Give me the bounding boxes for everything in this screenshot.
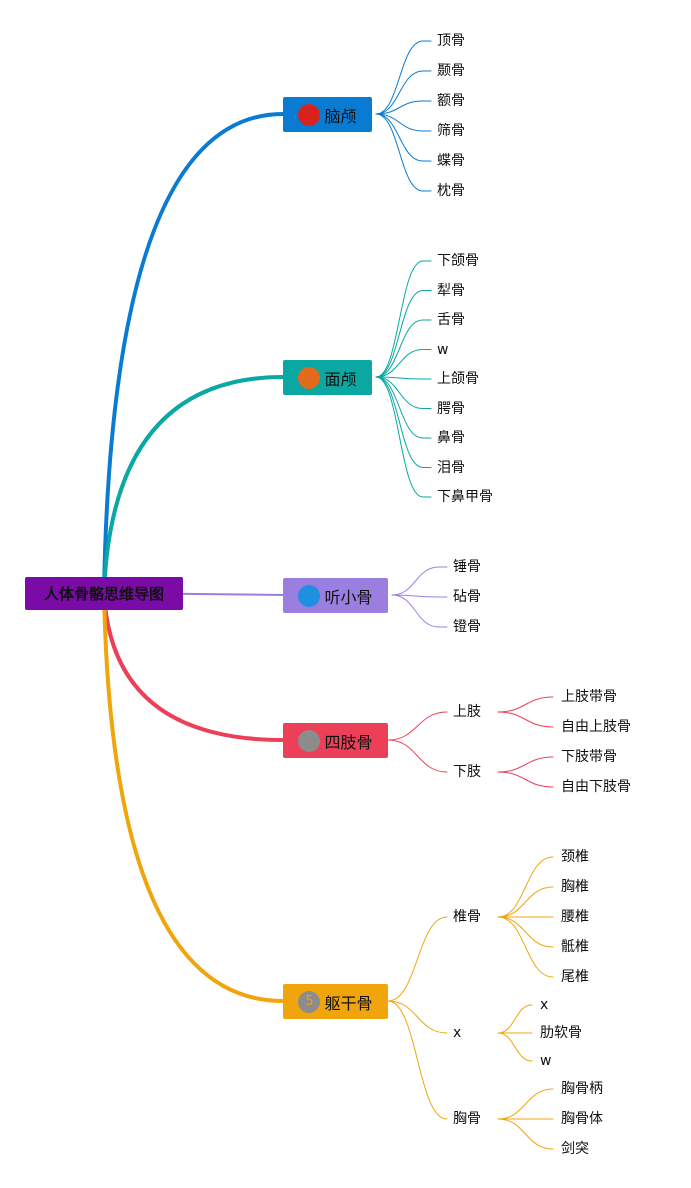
sub-leaf-connector <box>497 756 554 773</box>
sub-node[interactable]: x <box>453 1025 462 1041</box>
leaf-node[interactable]: 鼻骨 <box>437 430 465 446</box>
sub-leaf-connector <box>497 1118 554 1150</box>
branch-leaf-connector <box>375 260 424 378</box>
leaf-node[interactable]: 锤骨 <box>453 559 481 575</box>
leaf-node[interactable]: 犁骨 <box>437 282 465 299</box>
branch-node-facial[interactable]: 2 面颅 <box>283 360 372 395</box>
leaf-node[interactable]: 自由下肢骨 <box>561 779 631 795</box>
branch-sub-connector <box>387 711 448 741</box>
branch-leaf-connector <box>375 376 424 468</box>
branch-sub-connector <box>387 916 448 1002</box>
branch-leaf-connector <box>375 40 424 115</box>
leaf-node[interactable]: 肋软骨 <box>540 1025 582 1041</box>
branch-sub-connector <box>387 1000 448 1120</box>
leaf-node[interactable]: 镫骨 <box>453 619 481 635</box>
leaf-node[interactable]: x <box>540 997 549 1013</box>
leaf-node[interactable]: 胸骨柄 <box>561 1081 603 1097</box>
branch-sub-connector <box>387 739 448 773</box>
leaf-node[interactable]: 自由上肢骨 <box>561 719 631 735</box>
root-branch-connector <box>102 591 285 742</box>
root-branch-connector <box>102 112 285 595</box>
leaf-node[interactable]: 蝶骨 <box>437 153 465 169</box>
number-badge: 5 <box>298 990 321 1013</box>
leaf-node[interactable]: 剑突 <box>561 1141 589 1157</box>
sub-leaf-connector <box>497 696 554 713</box>
branch-node-limbs[interactable]: 4 四肢骨 <box>283 723 388 758</box>
leaf-node[interactable]: 砧骨 <box>453 589 481 605</box>
number-badge: 4 <box>298 729 321 752</box>
branch-leaf-connector <box>375 376 424 498</box>
sub-node[interactable]: 下肢 <box>453 764 481 780</box>
leaf-node[interactable]: 腭骨 <box>437 400 465 417</box>
number-badge: 3 <box>298 584 321 607</box>
root-branch-connector <box>102 591 285 1003</box>
leaf-node[interactable]: 顶骨 <box>437 33 465 49</box>
branch-leaf-connector <box>375 349 424 378</box>
branch-label: 躯干骨 <box>324 993 373 1013</box>
sub-node[interactable]: 椎骨 <box>453 909 481 925</box>
sub-leaf-connector <box>497 916 554 948</box>
branch-leaf-connector <box>375 113 424 192</box>
branch-leaf-connector <box>391 594 440 598</box>
leaf-node[interactable]: 尾椎 <box>561 969 589 985</box>
leaf-node[interactable]: 腰椎 <box>561 909 589 925</box>
branch-leaf-connector <box>391 594 440 628</box>
sub-leaf-connector <box>497 886 554 918</box>
sub-leaf-connector <box>497 856 554 918</box>
branch-leaf-connector <box>375 376 424 380</box>
branch-node-cranium[interactable]: 1 脑颅 <box>283 97 372 132</box>
leaf-node[interactable]: 下肢带骨 <box>561 749 617 765</box>
leaf-node[interactable]: 胸骨体 <box>561 1111 603 1127</box>
sub-leaf-connector <box>497 1004 533 1034</box>
leaf-node[interactable]: 骶椎 <box>561 939 589 955</box>
branch-leaf-connector <box>375 100 424 115</box>
root-label: 人体骨骼思维导图 <box>43 585 164 603</box>
branch-label: 四肢骨 <box>324 732 373 752</box>
branch-sub-connector <box>387 1000 448 1034</box>
branch-node-ossicles[interactable]: 3 听小骨 <box>283 578 388 613</box>
sub-leaf-connector <box>497 916 554 978</box>
leaf-node[interactable]: 泪骨 <box>437 459 465 476</box>
branch-leaf-connector <box>375 113 424 162</box>
leaf-node[interactable]: 上颌骨 <box>437 371 479 387</box>
leaf-node[interactable]: 颈椎 <box>561 849 589 865</box>
leaf-node[interactable]: 胸椎 <box>561 879 589 895</box>
branch-label: 听小骨 <box>324 587 373 607</box>
branch-label: 脑颅 <box>324 106 357 126</box>
leaf-node[interactable]: 上肢带骨 <box>561 689 617 705</box>
leaf-node[interactable]: 筛骨 <box>437 123 465 139</box>
root-node[interactable]: 人体骨骼思维导图 <box>25 577 183 610</box>
sub-leaf-connector <box>497 711 554 728</box>
number-badge: 1 <box>298 103 321 126</box>
leaf-node[interactable]: 下颌骨 <box>437 253 479 269</box>
branch-label: 面颅 <box>324 369 357 389</box>
leaf-node[interactable]: w <box>437 341 449 358</box>
leaf-node[interactable]: 颞骨 <box>437 63 465 79</box>
leaf-node[interactable]: 枕骨 <box>437 183 465 199</box>
leaf-node[interactable]: 下鼻甲骨 <box>437 489 493 505</box>
number-badge: 2 <box>298 366 321 389</box>
root-branch-connector <box>102 375 285 595</box>
sub-node[interactable]: 胸骨 <box>453 1111 481 1127</box>
leaf-node[interactable]: 额骨 <box>437 93 465 109</box>
sub-leaf-connector <box>497 771 554 788</box>
branch-leaf-connector <box>375 70 424 115</box>
sub-node[interactable]: 上肢 <box>453 704 481 720</box>
sub-leaf-connector <box>497 1032 533 1062</box>
branch-node-trunk[interactable]: 5 躯干骨 <box>283 984 388 1019</box>
leaf-node[interactable]: 舌骨 <box>437 312 465 328</box>
branch-leaf-connector <box>375 376 424 439</box>
branch-leaf-connector <box>391 566 440 596</box>
branch-leaf-connector <box>375 290 424 378</box>
sub-leaf-connector <box>497 1088 554 1120</box>
leaf-node[interactable]: w <box>540 1053 552 1069</box>
branch-leaf-connector <box>375 319 424 378</box>
